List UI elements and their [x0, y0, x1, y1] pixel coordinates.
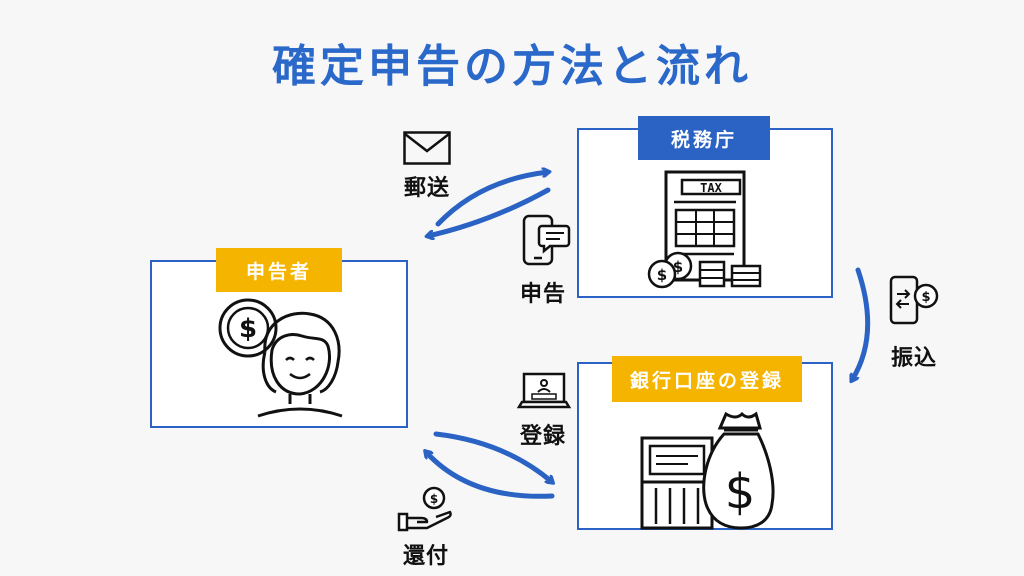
bank-label: 銀行口座の登録 [612, 356, 802, 402]
atm-moneybag-icon: $ [640, 411, 775, 530]
arrow-register [433, 431, 552, 482]
arrow-transfer [852, 267, 871, 380]
arrow-mail [435, 172, 548, 227]
svg-text:$: $ [430, 492, 438, 506]
svg-text:TAX: TAX [700, 181, 722, 195]
svg-text:$: $ [239, 314, 257, 344]
transfer-label: 振込 [890, 346, 937, 371]
register-label: 登録 [519, 424, 566, 449]
svg-text:$: $ [673, 258, 683, 276]
hand-coin-icon: $ [397, 486, 452, 532]
svg-text:$: $ [921, 290, 930, 305]
declare-label: 申告 [519, 282, 566, 307]
tax-office-label: 税務庁 [638, 116, 770, 160]
arrow-notice [428, 187, 551, 236]
person-money-icon: $ [218, 298, 343, 418]
svg-text:$: $ [725, 464, 756, 520]
applicant-label: 申告者 [216, 248, 342, 292]
page-title: 確定申告の方法と流れ [272, 41, 752, 92]
envelope-icon [403, 131, 451, 165]
arrow-refund [426, 452, 555, 499]
phone-transfer-icon: $ [889, 275, 939, 325]
mail-label: 郵送 [403, 176, 450, 201]
refund-label: 還付 [402, 544, 449, 569]
laptop-icon [516, 372, 572, 409]
smartphone-chat-icon [522, 214, 571, 266]
svg-text:$: $ [657, 266, 667, 284]
tax-form-icon: TAX $ $ [647, 170, 762, 289]
